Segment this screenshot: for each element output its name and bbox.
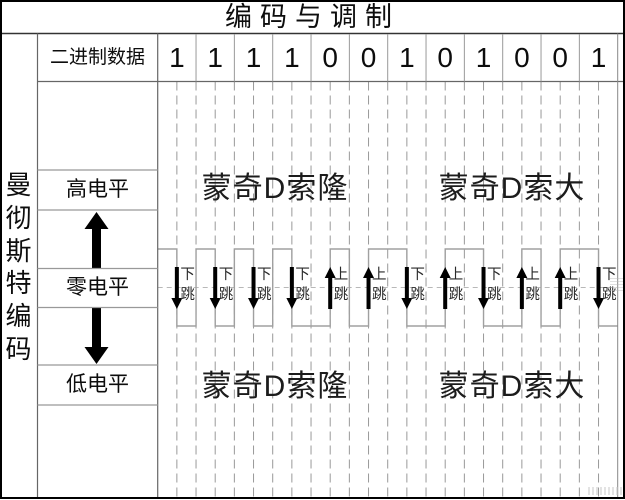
transition-label-down: 下跳 (487, 267, 502, 303)
transition-label-down: 下跳 (295, 267, 310, 303)
down-arrow-icon (593, 267, 605, 309)
transition-label-up: 上跳 (525, 267, 540, 303)
up-arrow-icon (439, 267, 451, 309)
binary-digit: 0 (514, 42, 530, 73)
down-arrow-icon (248, 267, 260, 309)
transition-label-down: 下跳 (218, 267, 234, 303)
binary-digit: 1 (245, 42, 262, 73)
transition-label-down: 下跳 (602, 267, 617, 303)
transition-label-up: 上跳 (448, 267, 464, 303)
transition-arrows (171, 267, 605, 309)
binary-digit: 1 (590, 42, 607, 73)
transition-label-down: 下跳 (257, 267, 272, 303)
binary-digit: 0 (437, 42, 453, 73)
binary-digit: 0 (360, 42, 377, 73)
binary-digit: 0 (552, 42, 568, 73)
down-arrow-icon (478, 267, 490, 309)
binary-digit: 1 (169, 42, 185, 73)
binary-data-label: 二进制数据 (49, 47, 145, 68)
binary-digit: 1 (399, 42, 415, 73)
level-label-low: 低电平 (66, 373, 129, 396)
encoder-label-char: 编 (5, 301, 32, 332)
annotation-upper-right: 蒙奇D索大 (438, 172, 586, 205)
encoder-label-char: 曼 (5, 170, 32, 200)
binary-digit: 1 (207, 42, 223, 73)
annotation-lower-left: 蒙奇D索隆 (201, 370, 349, 403)
encoder-label-char: 特 (5, 268, 32, 299)
transition-label-up: 上跳 (563, 267, 579, 303)
level-down-arrow-icon (84, 307, 109, 364)
up-arrow-icon (516, 267, 528, 309)
up-arrow-icon (554, 267, 566, 309)
level-label-zero: 零电平 (66, 276, 129, 299)
transition-label-up: 上跳 (372, 267, 387, 303)
up-arrow-icon (363, 267, 375, 309)
watermark (588, 487, 622, 495)
down-arrow-icon (209, 267, 221, 309)
encoder-label-char: 斯 (5, 235, 32, 266)
transition-label-up: 上跳 (333, 267, 349, 303)
level-label-high: 高电平 (66, 178, 129, 201)
transition-label-down: 下跳 (410, 267, 425, 303)
encoder-label-char: 彻 (5, 202, 32, 233)
encoder-label: 曼彻斯特编码 (0, 169, 37, 366)
transition-label-down: 下跳 (180, 267, 195, 303)
down-arrow-icon (286, 267, 298, 309)
binary-digit: 1 (475, 42, 492, 73)
down-arrow-icon (401, 267, 413, 309)
watermark (610, 277, 623, 291)
table-lines (0, 32, 625, 498)
level-up-arrow-icon (84, 212, 109, 269)
annotation-lower-right: 蒙奇D索大 (438, 370, 586, 403)
binary-digit: 0 (322, 42, 338, 73)
down-arrow-icon (171, 267, 183, 309)
page-title: 编码与调制 (225, 2, 400, 32)
encoder-label-char: 码 (5, 333, 32, 364)
up-arrow-icon (324, 267, 336, 309)
binary-digit: 1 (284, 42, 300, 73)
annotation-upper-left: 蒙奇D索隆 (201, 172, 349, 205)
